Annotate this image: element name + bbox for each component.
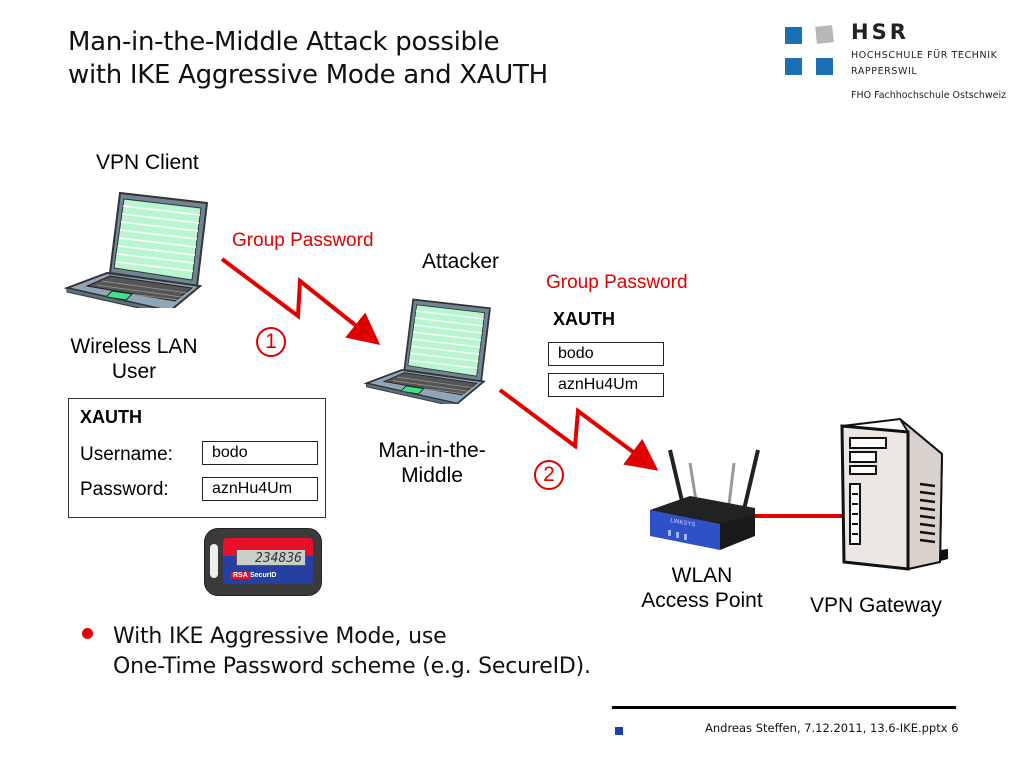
stolen-password-field: aznHu4Um	[548, 373, 664, 397]
logo-line-1: HOCHSCHULE FÜR TECHNIK	[851, 50, 998, 61]
client-sublabel: Wireless LAN User	[54, 334, 214, 384]
logo-square-blue	[816, 58, 833, 75]
token-product: SecurID	[250, 572, 277, 579]
attacker-label: Attacker	[422, 250, 500, 273]
client-sublabel-line-1: Wireless LAN	[70, 335, 198, 358]
client-sublabel-line-2: User	[111, 360, 157, 383]
wireless-router-icon[interactable]: LINKSYS	[640, 438, 760, 556]
svg-text:LINKSYS: LINKSYS	[670, 518, 696, 528]
logo-line-3: FHO Fachhochschule Ostschweiz	[851, 90, 1007, 101]
arrow-link-2	[498, 388, 659, 471]
title-line-1: Man-in-the-Middle Attack possible	[68, 27, 500, 57]
link1-label: Group Password	[232, 230, 374, 251]
footer-square-icon	[615, 727, 623, 735]
server-tower-icon[interactable]	[830, 414, 950, 574]
access-point-label-line-1: WLAN	[671, 564, 733, 587]
client-laptop-icon[interactable]	[62, 188, 232, 308]
securid-token-icon: 234836 RSA SecurID	[204, 528, 322, 596]
step-2-badge: 2	[534, 460, 564, 490]
logo-square-blue	[785, 27, 802, 44]
username-input[interactable]: bodo	[202, 441, 318, 465]
client-label: VPN Client	[96, 151, 199, 174]
xauth-form: XAUTH Username: bodo Password: aznHu4Um	[68, 398, 326, 518]
logo-name: HSR	[851, 20, 909, 44]
slide-title: Man-in-the-Middle Attack possible with I…	[68, 26, 548, 92]
stolen-username-field: bodo	[548, 342, 664, 366]
logo-square-blue	[785, 58, 802, 75]
stolen-xauth-label: XAUTH	[553, 309, 615, 329]
access-point-label-line-2: Access Point	[641, 589, 763, 612]
password-label: Password:	[80, 479, 169, 500]
token-display: 234836	[236, 549, 306, 566]
xauth-heading: XAUTH	[80, 407, 142, 427]
hsr-logo: HSR HOCHSCHULE FÜR TECHNIK RAPPERSWIL FH…	[783, 20, 1018, 107]
attacker-sublabel-line-1: Man-in-the-	[378, 439, 486, 462]
bullet-item: With IKE Aggressive Mode, use One-Time P…	[113, 622, 591, 682]
footer-divider	[612, 706, 956, 709]
token-brand: RSA	[231, 572, 250, 579]
attacker-sublabel: Man-in-the- Middle	[362, 438, 502, 488]
access-point-label: WLAN Access Point	[622, 563, 782, 613]
password-input[interactable]: aznHu4Um	[202, 477, 318, 501]
step-1-badge: 1	[256, 327, 286, 357]
attacker-laptop-icon[interactable]	[362, 292, 512, 404]
attacker-sublabel-line-2: Middle	[401, 464, 463, 487]
bullet-icon	[82, 628, 93, 639]
logo-line-2: RAPPERSWIL	[851, 66, 918, 77]
title-line-2: with IKE Aggressive Mode and XAUTH	[68, 60, 548, 90]
stolen-group-password-label: Group Password	[546, 272, 688, 293]
username-label: Username:	[80, 444, 173, 465]
arrow-link-1	[220, 257, 381, 345]
gateway-label: VPN Gateway	[810, 594, 942, 617]
footer-text: Andreas Steffen, 7.12.2011, 13.6-IKE.ppt…	[705, 721, 959, 735]
bullet-line-2: One-Time Password scheme (e.g. SecureID)…	[113, 654, 591, 679]
bullet-line-1: With IKE Aggressive Mode, use	[113, 624, 447, 649]
